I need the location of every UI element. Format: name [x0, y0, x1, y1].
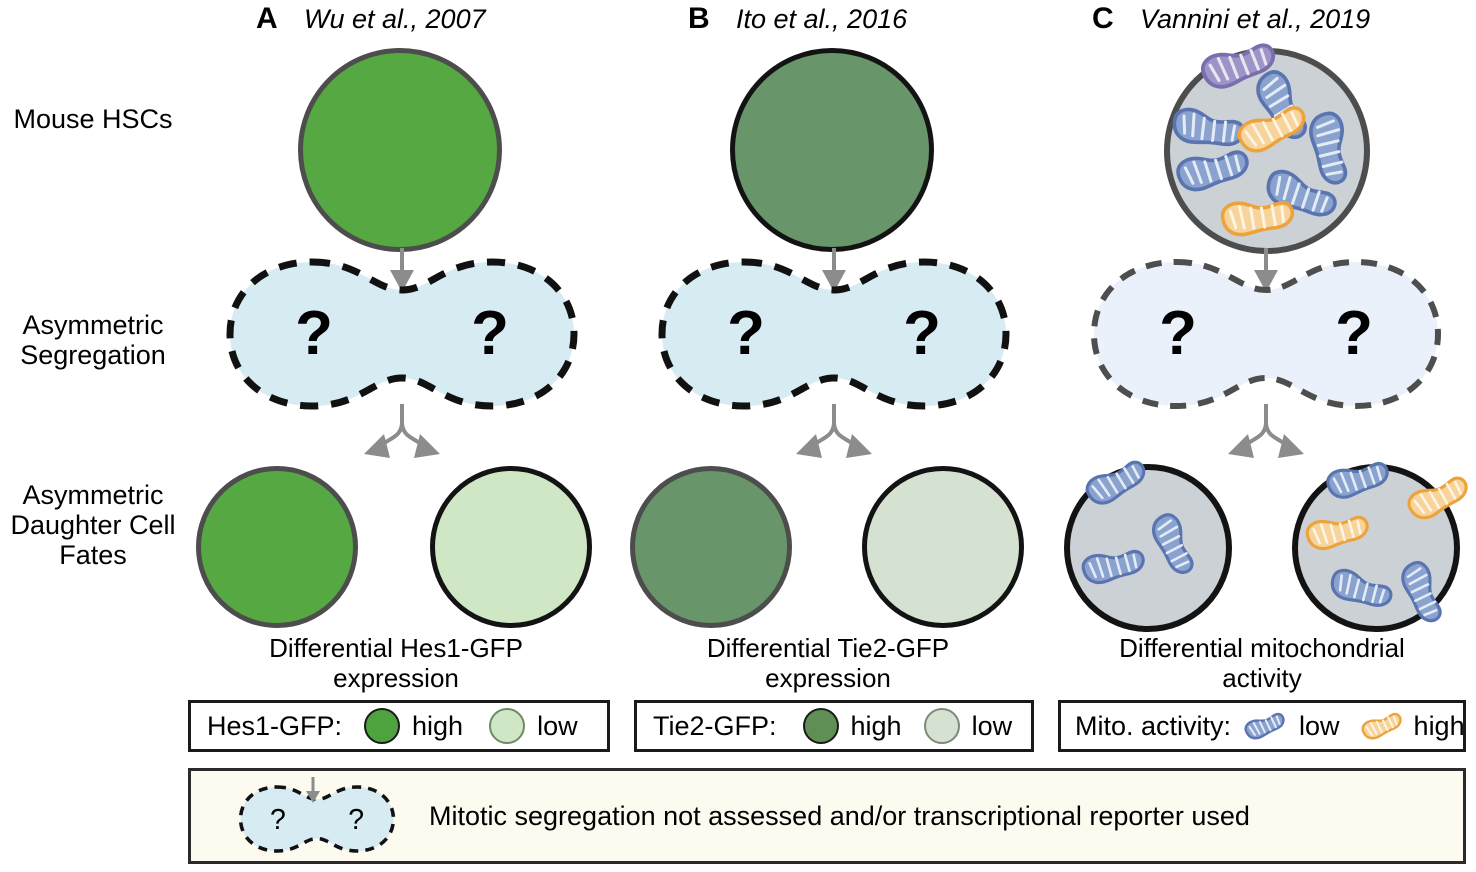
mother-cell-b: [730, 48, 934, 252]
legend-item-b-high: high: [802, 708, 902, 744]
row-label-asymmetric-segregation: Asymmetric Segregation: [20, 310, 166, 371]
panel-caption-a: Differential Hes1-GFP expression: [269, 633, 523, 693]
daughter-cell-a-left: [196, 466, 358, 628]
legend-label-b-high: high: [850, 710, 902, 741]
mother-cell-c: [1164, 36, 1370, 254]
panel-caption-b: Differential Tie2-GFP expression: [706, 633, 950, 693]
legend-label-c-low: low: [1299, 710, 1340, 741]
panel-caption-c: Differential mitochondrial activity: [1119, 633, 1405, 693]
legend-item-c-low: low: [1242, 708, 1340, 743]
footnote-box: ? ? Mitotic segregation not assessed and…: [188, 768, 1466, 864]
mother-cell-a: [298, 48, 502, 252]
legend-item-a-low: low: [489, 708, 578, 744]
svg-text:?: ?: [295, 299, 333, 368]
daughter-cell-b-left: [630, 466, 792, 628]
panel-citation-a: Wu et al., 2007: [304, 4, 486, 34]
panel-letter-c: C: [1092, 2, 1114, 35]
daughter-cell-b-right: [862, 466, 1024, 628]
legend-label-b-low: low: [971, 710, 1013, 741]
daughter-cell-c-left: [1064, 454, 1232, 632]
legend-title-a: Hes1-GFP:: [207, 710, 343, 741]
daughter-cell-a-right: [430, 466, 592, 628]
svg-text:?: ?: [727, 299, 765, 368]
dividing-cell-b: ? ?: [658, 258, 1010, 410]
legend-swatch-high-icon: [802, 708, 839, 744]
legend-title-b: Tie2-GFP:: [653, 710, 777, 741]
panel-letter-a: A: [256, 2, 278, 35]
footnote-dividing-cell-icon: ? ?: [238, 785, 396, 853]
division-arrow-a: [390, 248, 414, 292]
row-label-mouse-hscs: Mouse HSCs: [13, 104, 173, 134]
legend-swatch-low-icon: [489, 708, 526, 744]
svg-text:?: ?: [270, 804, 286, 836]
legend-box-c: Mito. activity: low: [1058, 700, 1466, 752]
daughter-cell-c-right: [1292, 456, 1474, 632]
legend-title-c: Mito. activity:: [1075, 710, 1232, 741]
legend-label-c-high: high: [1413, 710, 1465, 741]
legend-item-c-high: high: [1358, 708, 1465, 743]
panel-letter-b: B: [688, 2, 710, 35]
legend-label-a-low: low: [537, 710, 578, 741]
legend-swatch-high-icon: [364, 708, 401, 744]
division-arrow-b: [822, 248, 846, 292]
legend-swatch-low-icon: [923, 708, 960, 744]
svg-text:?: ?: [903, 299, 941, 368]
split-arrow-c: [1228, 404, 1304, 458]
svg-text:?: ?: [348, 804, 364, 836]
legend-item-b-low: low: [923, 708, 1013, 744]
dividing-cell-c: ? ?: [1090, 258, 1442, 410]
split-arrow-a: [364, 404, 440, 458]
legend-box-a: Hes1-GFP: high low: [188, 700, 610, 752]
legend-box-b: Tie2-GFP: high low: [634, 700, 1034, 752]
footnote-arrow-icon: [306, 777, 320, 803]
division-arrow-c: [1254, 248, 1278, 292]
svg-text:?: ?: [1335, 299, 1373, 368]
split-arrow-b: [796, 404, 872, 458]
dividing-cell-a: ? ?: [226, 258, 578, 410]
legend-item-a-high: high: [364, 708, 463, 744]
footnote-text: Mitotic segregation not assessed and/or …: [429, 800, 1250, 831]
mito-high-icon: [1358, 708, 1405, 743]
svg-text:?: ?: [1159, 299, 1197, 368]
panel-citation-b: Ito et al., 2016: [736, 4, 908, 34]
legend-label-a-high: high: [412, 710, 464, 741]
svg-text:?: ?: [471, 299, 509, 368]
panel-citation-c: Vannini et al., 2019: [1140, 4, 1371, 34]
row-label-daughter-fates: Asymmetric Daughter Cell Fates: [10, 480, 176, 571]
mito-low-icon: [1242, 708, 1288, 743]
